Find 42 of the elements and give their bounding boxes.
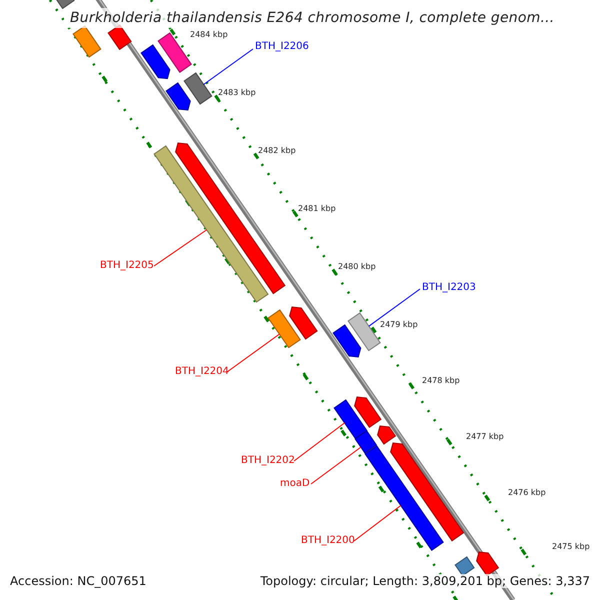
tick-label: 2476 kbp [508, 488, 546, 497]
leader-line [368, 288, 420, 327]
tick-label: 2480 kbp [338, 262, 376, 271]
tick-label: 2482 kbp [258, 146, 296, 155]
tick-label: 2478 kbp [422, 376, 460, 385]
gene-feature [354, 430, 378, 454]
gene-label: BTH_I2202 [241, 455, 295, 466]
tick-label: 2479 kbp [380, 320, 418, 329]
tick-label: 2484 kbp [190, 30, 228, 39]
tick-label: 2477 kbp [466, 432, 504, 441]
footer-text: Topology: circular; Length: 3,809,201 bp; Genes: 3,337 [259, 574, 591, 588]
gene-feature [377, 425, 396, 445]
tick-label: 2481 kbp [298, 204, 336, 213]
gene-feature [332, 324, 362, 358]
gene-feature [158, 32, 192, 73]
gene-feature [390, 442, 464, 542]
gene-feature [364, 445, 444, 551]
gene-feature [476, 551, 500, 576]
leader-line [226, 334, 280, 372]
gene-label: BTH_I2205 [100, 260, 154, 271]
gene-feature [268, 309, 301, 348]
leader-line [154, 229, 208, 266]
leader-line [203, 48, 254, 85]
gene-feature [354, 396, 382, 428]
leader-line [354, 505, 402, 542]
tick-label: 2475 kbp [552, 542, 590, 551]
gene-feature [334, 399, 368, 440]
gene-feature [348, 312, 381, 352]
gene-label: BTH_I2200 [301, 535, 355, 546]
gene-feature [454, 556, 475, 576]
gene-feature [166, 82, 191, 111]
gene-label: BTH_I2206 [255, 41, 309, 52]
gene-label: BTH_I2203 [422, 282, 476, 293]
leader-line [310, 446, 362, 484]
gene-feature [72, 25, 102, 58]
gene-feature [184, 72, 212, 105]
gene-label: moaD [280, 478, 310, 489]
leader-line [294, 422, 346, 462]
gene-label: BTH_I2204 [175, 366, 229, 377]
gene-feature [289, 306, 318, 340]
gene-feature [140, 44, 170, 80]
footer-text: Accession: NC_007651 [9, 574, 148, 588]
